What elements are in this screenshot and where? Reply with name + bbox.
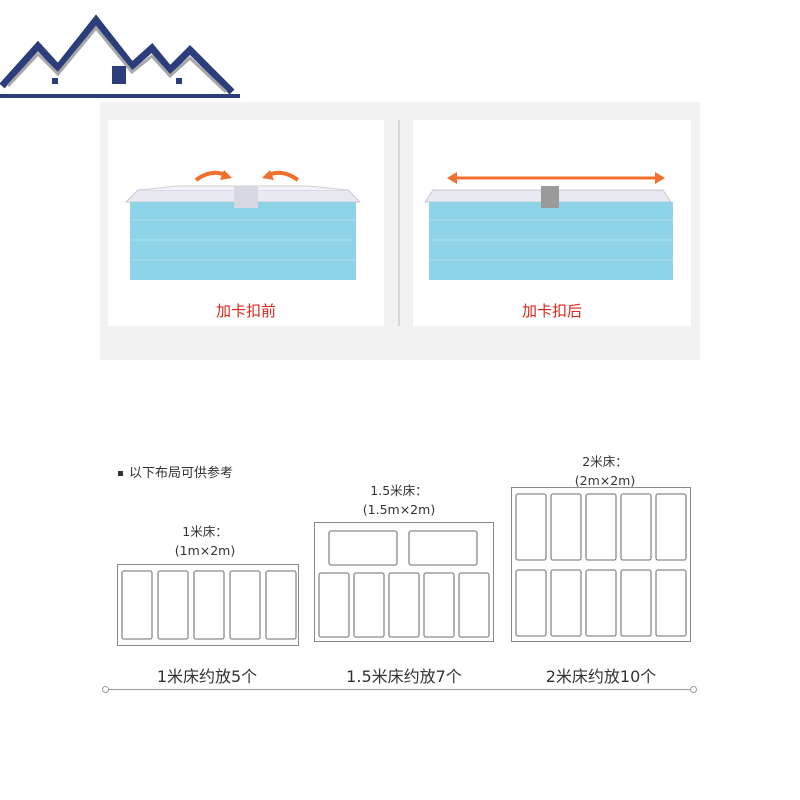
layout-note: 以下布局可供参考 — [118, 462, 233, 481]
bed-1m-boxes-diagram — [115, 570, 297, 640]
after-clip-caption: 加卡扣后 — [521, 302, 582, 320]
bed-1m-frame — [115, 564, 299, 646]
bed-2m-label: 2米床： (2m×2m) — [574, 454, 636, 488]
timeline-dot-end — [690, 686, 697, 693]
bed-2m-frame — [511, 487, 691, 642]
bullet-icon — [118, 471, 123, 476]
bed-1m-label: 1米床： (1m×2m) — [174, 524, 236, 558]
timeline-dot-start — [102, 686, 109, 693]
panel-divider — [398, 120, 400, 326]
after-clip-card: 加卡扣后 — [413, 120, 691, 326]
before-clip-card: 加卡扣前 — [108, 120, 384, 326]
header-band — [0, 0, 800, 102]
bed-1-5m-summary: 1.5米床约放7个 — [346, 667, 462, 686]
house-roof-logo — [0, 14, 240, 98]
before-clip-caption: 加卡扣前 — [215, 302, 276, 320]
bed-1-5m-label: 1.5米床： (1.5m×2m) — [362, 483, 436, 517]
bed-1m-summary: 1米床约放5个 — [156, 667, 258, 686]
bed-1-5m-frame — [314, 522, 494, 642]
bed-1-5m-boxes-diagram — [318, 530, 490, 638]
timeline-line — [105, 689, 695, 690]
bed-2m-summary: 2米床约放10个 — [545, 667, 657, 686]
storage-box-before-image — [124, 170, 362, 280]
storage-box-after-image — [424, 172, 673, 280]
bed-2m-boxes-diagram — [515, 493, 687, 637]
